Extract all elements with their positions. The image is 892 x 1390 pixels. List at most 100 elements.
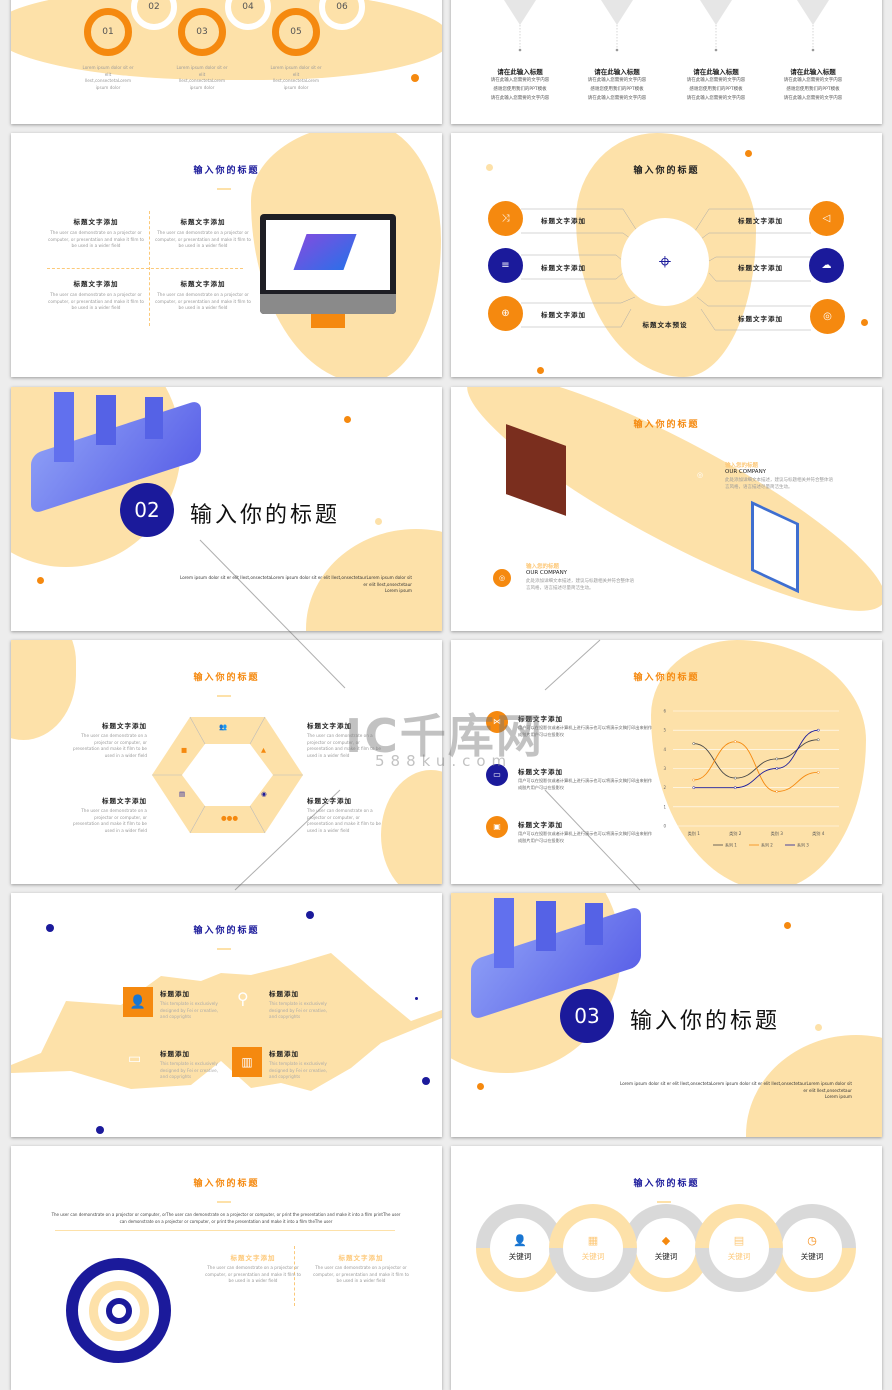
data-point [692,778,696,782]
title-underline [217,695,231,697]
monitor-icon: ▭ [128,1051,142,1067]
data-point [733,776,737,780]
slide-chart[interactable]: 输入你的标题 ⋈ ▭ ▣ 标题文字添加用户可以在投影仪或者计算机上进行演示也可以… [451,640,882,884]
series-line-2 [693,741,819,792]
item-icon: ◎ [493,569,511,587]
keyword-label: 关键词 [654,1252,678,1261]
company-item: 输入您的标题 OUR COMPANY 此处添加详细文本描述，建议与标题相关并符合… [725,463,833,490]
x-tick-label: 类别 1 [688,830,701,837]
intro-text: The user can demonstrate on a projector … [51,1212,401,1224]
data-point [692,742,696,745]
hub-label: 标题文字添加 [541,264,586,272]
hub-item-left-2[interactable]: ≡ [488,248,523,283]
decor-dot [96,1126,104,1134]
slide-hub[interactable]: 输入你的标题 ⌖ 标题文本预设 ⤨ ≡ ⊕ 标题文字添加 标题文字添加 标题文字… [451,133,882,377]
legend-label: 系列 2 [761,842,773,848]
slide-target[interactable]: 输入你的标题 The user can demonstrate on a pro… [11,1146,442,1390]
document-search-icon: ▤ [179,790,186,798]
calendar-icon: ▦ [587,1234,599,1247]
column-item: 请在此输入标题请在此输入您需要的文字内容感谢您使用我们的PPT模板请在此输入您需… [783,68,843,101]
y-tick-label: 1 [663,804,666,809]
divider [47,268,243,269]
building [494,898,514,968]
watermark-logo: IC千库网 [345,709,544,763]
user-check-icon: 👤 [123,987,153,1017]
text-block: 标题文字添加用户可以在投影仪或者计算机上进行演示也可以将演示文稿打印出来制作成胶… [518,768,653,790]
hub-item-left-1[interactable]: ⤨ [488,201,523,236]
hub-item-left-3[interactable]: ⊕ [488,296,523,331]
person-icon: 👤 [513,1234,527,1247]
data-point [692,786,696,790]
id-card-icon: ▭ [493,770,501,779]
hub-item-right-1[interactable]: ◁ [809,201,844,236]
step-caption: Lorem ipsum dolor sit er elit llest,cons… [82,65,134,90]
divider [294,1246,295,1306]
keyword-ring[interactable]: ◆ 关键词 [622,1204,710,1292]
pendant-triangle [700,0,732,52]
hub-item-right-3[interactable]: ◎ [810,299,845,334]
slide-title: 输入你的标题 [193,166,260,176]
decor-dot [375,518,382,525]
network-icon: ⋈ [493,717,501,726]
y-tick-label: 3 [663,766,666,771]
title-underline [657,442,671,444]
data-point [816,770,820,774]
slide-steps[interactable]: 01 03 05 02 04 06 Lorem ipsum dolor sit … [11,0,442,124]
hub-label: 标题文字添加 [738,264,783,272]
slide-section-03[interactable]: 03 输入你的标题 Lorem ipsum dolor sit er elit … [451,893,882,1137]
shuffle-icon: ⤨ [501,212,510,224]
slide-company[interactable]: 输入你的标题 ◎ 输入您的标题 OUR COMPANY 此处添加详细文本描述，建… [451,387,882,631]
data-point [816,728,820,732]
monitor-illustration [260,214,396,314]
keyword-ring[interactable]: ▦ 关键词 [549,1204,637,1292]
data-point [775,790,779,793]
cloud-icon: ☁ [821,259,832,271]
pendant-triangle [601,0,633,52]
keyword-label: 关键词 [581,1252,605,1261]
connector-lines [521,208,811,331]
slide-title: 输入你的标题 [633,166,700,176]
slide-keywords[interactable]: 输入你的标题 👤关键词▦关键词◆关键词▤关键词◷关键词 [451,1146,882,1390]
clock-24h-icon: ◷ [807,1234,817,1247]
item-icon: ▣ [486,816,508,838]
data-point [775,757,779,761]
keyword-ring[interactable]: ▤关键词 [695,1204,783,1292]
section-title: 输入你的标题 [190,503,341,528]
title-underline [217,1201,231,1203]
keyword-label: 关键词 [508,1252,532,1261]
decor-dot [415,997,418,1000]
step-01: 01 [84,8,132,56]
hub-item-right-2[interactable]: ☁ [809,248,844,283]
text-block: 标题文字添加用户可以在投影仪或者计算机上进行演示也可以将演示文稿打印出来制作成胶… [518,715,653,737]
hub-label: 标题文字添加 [541,311,586,319]
decor-dot [37,577,44,584]
data-point [733,786,737,790]
divider [55,1230,395,1231]
decor-dot [537,367,544,374]
background-blob [11,953,442,1091]
slide-four-columns[interactable]: 请在此输入标题请在此输入您需要的文字内容感谢您使用我们的PPT模板请在此输入您需… [451,0,882,124]
legend-label: 系列 3 [797,842,809,848]
tag-icon: ◆ [661,1234,671,1247]
slide-title: 输入你的标题 [633,420,700,430]
presentation-icon: ■ [181,746,188,754]
document-search-icon: ▤ [733,1234,745,1247]
title-underline [217,948,231,950]
center-hub: ⌖ [621,218,709,306]
company-item: 输入您的标题 OUR COMPANY 此处添加详细文本描述，建议与标题相关并符合… [526,564,634,591]
slide-section-02[interactable]: 02 输入你的标题 Lorem ipsum dolor sit er elit … [11,387,442,631]
team-icon: ●●● [221,814,239,822]
search-icon: ⚲ [237,989,249,1008]
y-tick-label: 4 [663,747,666,752]
